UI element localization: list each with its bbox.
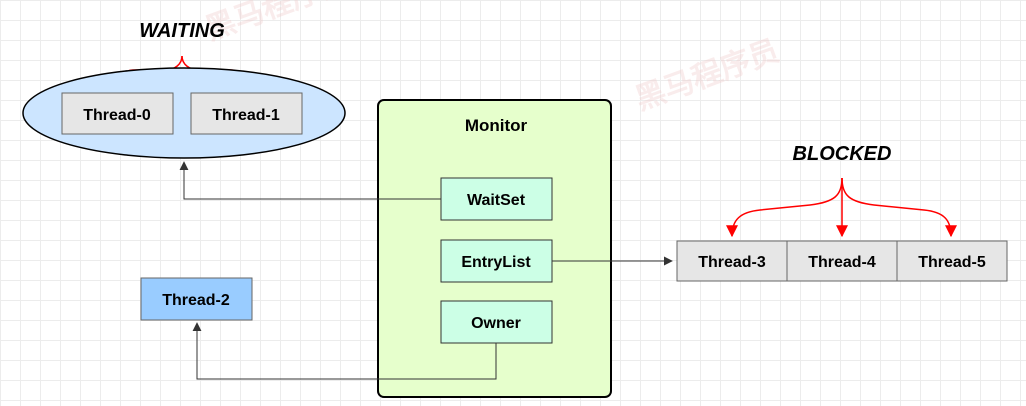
waiting-label: WAITING [139, 20, 225, 42]
waitset-box: WaitSet [440, 177, 553, 221]
thread-0-label: Thread-0 [83, 107, 151, 124]
thread-2-box: Thread-2 [140, 277, 253, 321]
blocked-label: BLOCKED [793, 143, 892, 165]
thread-3-label: Thread-3 [698, 254, 766, 271]
thread-3-box: Thread-3 [676, 240, 788, 282]
thread-5-box: Thread-5 [896, 240, 1008, 282]
thread-2-label: Thread-2 [162, 292, 230, 309]
waiting-ellipse [22, 67, 346, 159]
thread-0-box: Thread-0 [61, 92, 174, 135]
monitor-title: Monitor [465, 116, 528, 135]
waitset-to-waiting-arrow [179, 161, 441, 200]
entrylist-box: EntryList [440, 239, 553, 283]
owner-to-thread-2-arrow [192, 322, 497, 380]
thread-1-label: Thread-1 [212, 107, 280, 124]
thread-4-box: Thread-4 [786, 240, 898, 282]
blocked-brace-arrows [726, 177, 957, 238]
owner-label: Owner [471, 315, 521, 332]
thread-5-label: Thread-5 [918, 254, 986, 271]
entrylist-label: EntryList [461, 254, 531, 271]
thread-4-label: Thread-4 [808, 254, 876, 271]
owner-box: Owner [440, 300, 553, 344]
svg-text:黑马程序员: 黑马程序员 [631, 33, 784, 116]
waitset-label: WaitSet [467, 192, 526, 209]
thread-1-box: Thread-1 [190, 92, 303, 135]
